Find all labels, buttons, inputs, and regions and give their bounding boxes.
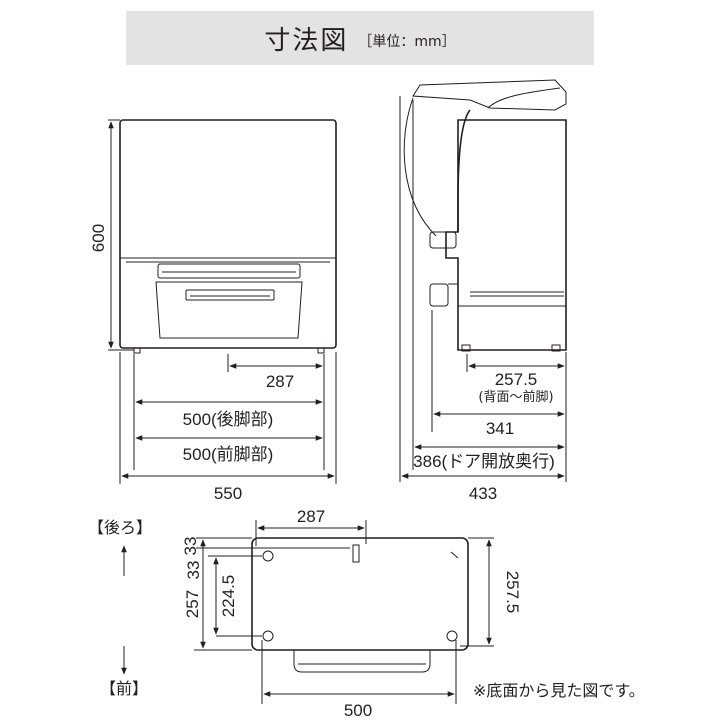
rear-right-marker (450, 551, 459, 559)
foot-rear-left (262, 550, 274, 562)
back-to-front-feet-label: 257.5 (495, 370, 538, 389)
side-view: 257.5 (背面～前脚) 341 386(ドア開放奥行) 433 (399, 79, 567, 503)
front-view: 600 287 500(後脚部) 500(前脚部) 550 (89, 119, 337, 503)
drawer-front-edge (448, 283, 459, 340)
bottom-view: 【後ろ】 【前】 287 33 33 257 224.5 (88, 507, 645, 720)
depth-label: 341 (486, 419, 514, 438)
drawer-handle-side (429, 283, 449, 307)
title-banner: 寸法図 ［単位：mm］ (126, 11, 594, 65)
foot-front-left (262, 630, 274, 642)
rear-foot-center (352, 544, 360, 563)
top-offset-label: 33 (181, 537, 200, 556)
side-front-curve (457, 109, 471, 232)
side-foot-front (461, 344, 471, 352)
side-body-outline (445, 119, 567, 351)
bottom-view-note: ※底面から見た図です。 (473, 681, 645, 700)
unit-label: ［単位：mm］ (358, 34, 456, 50)
top-spacing-label: 287 (297, 507, 325, 526)
right-depth-label: 257.5 (503, 571, 522, 614)
front-feet-label: 500(前脚部) (183, 445, 274, 464)
lid-open-outline (412, 79, 567, 111)
side-foot-rear (551, 344, 561, 352)
rear-feet-label: 500(後脚部) (183, 410, 274, 429)
front-body-outline (119, 119, 337, 349)
drawer-protrusion (293, 650, 431, 673)
base-outline (251, 537, 469, 651)
front-drawer (155, 281, 303, 339)
door-handle-open (429, 231, 457, 249)
door-open-depth-label: 386(ドア開放奥行) (413, 452, 555, 471)
offset-33-b-label: 33 (184, 560, 203, 580)
left-inner-label: 224.5 (219, 575, 238, 618)
page-title: 寸法図 (264, 25, 349, 56)
front-label: 【前】 (100, 679, 148, 698)
door-open-arc (403, 97, 437, 237)
bottom-width-label: 500 (344, 701, 372, 720)
foot-front-right (446, 630, 458, 642)
rear-label: 【後ろ】 (88, 518, 152, 537)
height-label: 600 (89, 224, 108, 252)
depth-offset-label: 287 (266, 372, 294, 391)
overall-depth-label: 433 (469, 484, 497, 503)
width-label: 550 (214, 484, 242, 503)
back-to-front-feet-note: (背面～前脚) (478, 389, 553, 405)
left-total-label: 257 (183, 590, 202, 618)
lid-hinge-curve (487, 87, 561, 109)
front-foot-right (317, 347, 325, 354)
front-handle-bar (157, 263, 301, 279)
drawer-handle (185, 289, 275, 301)
